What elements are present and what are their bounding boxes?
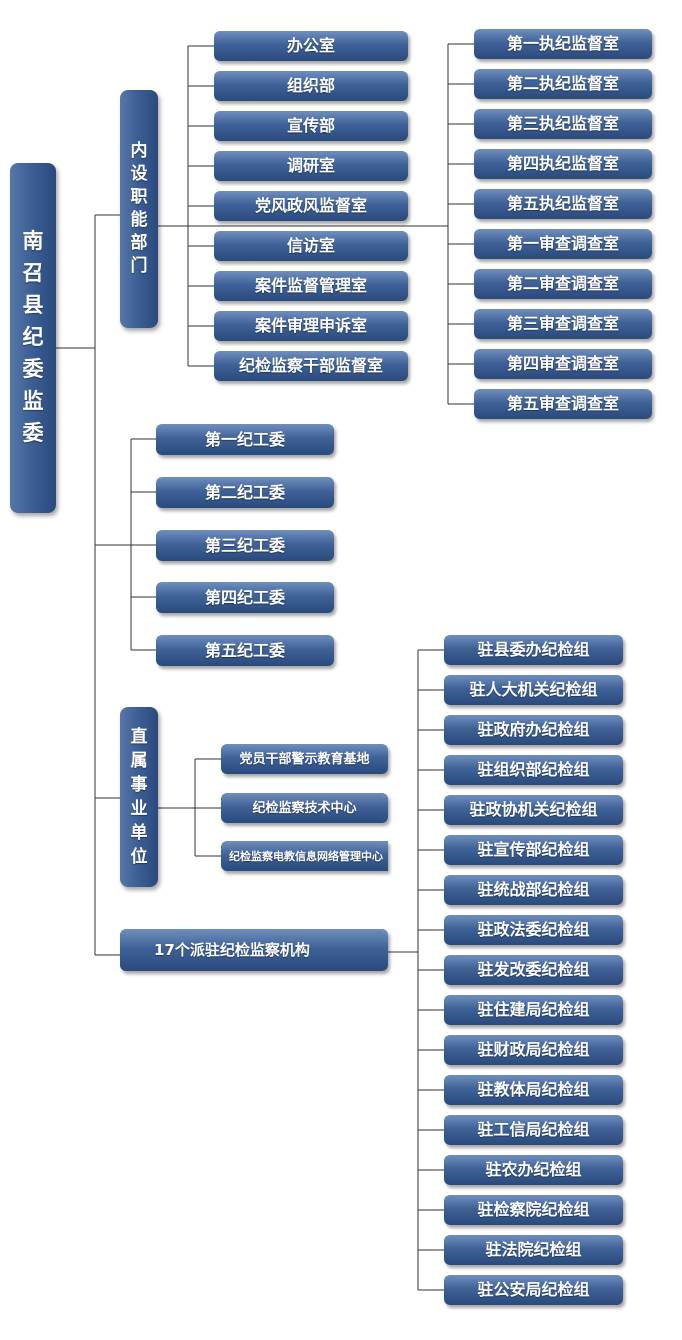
office-label: 第二执纪监督室 [506, 74, 619, 93]
dispatched-group-node: 驻组织部纪检组 [444, 755, 623, 785]
internal-departments-node: 内设职能部门 [120, 90, 158, 328]
dept-label: 调研室 [286, 156, 335, 175]
dispatched-group-label: 驻教体局纪检组 [477, 1080, 590, 1099]
affiliated-item-node: 党员干部警示教育基地 [221, 744, 388, 774]
root-node: 南召县纪委监委 [10, 163, 56, 513]
dept-node: 纪检监察干部监督室 [214, 351, 408, 381]
work-committee-node: 第二纪工委 [156, 477, 334, 508]
dept-node: 宣传部 [214, 111, 408, 141]
dept-label: 信访室 [286, 236, 335, 255]
dispatched-group-label: 驻组织部纪检组 [477, 760, 590, 779]
office-label: 第一执纪监督室 [506, 34, 619, 53]
office-node: 第三执纪监督室 [474, 109, 652, 139]
affiliated-units-label: 直属事业单位 [130, 726, 148, 868]
work-committee-label: 第五纪工委 [204, 640, 285, 660]
office-node: 第五执纪监督室 [474, 189, 652, 219]
affiliated-item-node: 纪检监察技术中心 [221, 793, 388, 823]
work-committee-label: 第二纪工委 [204, 482, 285, 502]
dispatched-group-node: 驻人大机关纪检组 [444, 675, 623, 705]
dispatched-group-node: 驻教体局纪检组 [444, 1075, 623, 1105]
dispatched-group-node: 驻政协机关纪检组 [444, 795, 623, 825]
internal-departments-label: 内设职能部门 [130, 140, 148, 277]
dept-node: 办公室 [214, 31, 408, 61]
dispatched-group-label: 驻政协机关纪检组 [469, 800, 598, 819]
office-node: 第二审查调查室 [474, 269, 652, 299]
dispatched-group-label: 驻法院纪检组 [485, 1240, 582, 1259]
office-label: 第二审查调查室 [506, 274, 619, 293]
affiliated-units-node: 直属事业单位 [120, 707, 158, 887]
office-label: 第四执纪监督室 [506, 154, 619, 173]
dispatched-group-node: 驻工信局纪检组 [444, 1115, 623, 1145]
dispatched-group-node: 驻县委办纪检组 [444, 635, 623, 665]
dispatched-group-label: 驻县委办纪检组 [477, 640, 590, 659]
work-committee-node: 第五纪工委 [156, 635, 334, 666]
dept-label: 宣传部 [286, 116, 335, 135]
dept-node: 信访室 [214, 231, 408, 261]
dispatched-group-label: 驻公安局纪检组 [477, 1280, 590, 1299]
office-node: 第五审查调查室 [474, 389, 652, 419]
office-node: 第四审查调查室 [474, 349, 652, 379]
office-node: 第四执纪监督室 [474, 149, 652, 179]
work-committee-node: 第三纪工委 [156, 530, 334, 561]
office-label: 第五审查调查室 [506, 394, 619, 413]
dept-label: 组织部 [286, 76, 335, 95]
dispatched-group-label: 驻财政局纪检组 [477, 1040, 590, 1059]
dispatched-group-node: 驻宣传部纪检组 [444, 835, 623, 865]
dispatched-group-label: 驻检察院纪检组 [477, 1200, 590, 1219]
work-committee-label: 第一纪工委 [204, 429, 285, 449]
dept-label: 案件监督管理室 [254, 276, 367, 295]
dispatched-agencies-label: 17个派驻纪检监察机构 [154, 940, 310, 959]
dispatched-group-label: 驻人大机关纪检组 [469, 680, 598, 699]
office-node: 第一审查调查室 [474, 229, 652, 259]
dept-label: 纪检监察干部监督室 [238, 356, 383, 375]
work-committee-node: 第四纪工委 [156, 582, 334, 613]
dept-node: 组织部 [214, 71, 408, 101]
dispatched-group-label: 驻工信局纪检组 [477, 1120, 590, 1139]
dispatched-group-node: 驻政府办纪检组 [444, 715, 623, 745]
dispatched-group-node: 驻发改委纪检组 [444, 955, 623, 985]
dispatched-group-node: 驻检察院纪检组 [444, 1195, 623, 1225]
dept-node: 党风政风监督室 [214, 191, 408, 221]
dept-label: 案件审理申诉室 [254, 316, 367, 335]
affiliated-item-node: 纪检监察电教信息网络管理中心 [221, 841, 388, 871]
dispatched-group-node: 驻住建局纪检组 [444, 995, 623, 1025]
dispatched-group-label: 驻农办纪检组 [485, 1160, 582, 1179]
office-node: 第二执纪监督室 [474, 69, 652, 99]
office-label: 第一审查调查室 [506, 234, 619, 253]
work-committee-label: 第三纪工委 [204, 535, 285, 555]
office-label: 第三执纪监督室 [506, 114, 619, 133]
dispatched-group-node: 驻公安局纪检组 [444, 1275, 623, 1305]
dept-node: 调研室 [214, 151, 408, 181]
dispatched-group-label: 驻宣传部纪检组 [477, 840, 590, 859]
affiliated-item-label: 纪检监察电教信息网络管理中心 [229, 849, 383, 863]
work-committee-label: 第四纪工委 [204, 587, 285, 607]
dispatched-group-label: 驻住建局纪检组 [477, 1000, 590, 1019]
office-label: 第四审查调查室 [506, 354, 619, 373]
office-node: 第一执纪监督室 [474, 29, 652, 59]
dept-node: 案件审理申诉室 [214, 311, 408, 341]
office-node: 第三审查调查室 [474, 309, 652, 339]
dispatched-group-node: 驻统战部纪检组 [444, 875, 623, 905]
dispatched-group-label: 驻政府办纪检组 [477, 720, 590, 739]
dispatched-group-label: 驻发改委纪检组 [477, 960, 590, 979]
affiliated-item-label: 党员干部警示教育基地 [239, 751, 370, 767]
dept-label: 党风政风监督室 [254, 196, 367, 215]
dispatched-group-label: 驻统战部纪检组 [477, 880, 590, 899]
office-label: 第五执纪监督室 [506, 194, 619, 213]
dispatched-group-node: 驻法院纪检组 [444, 1235, 623, 1265]
dispatched-group-node: 驻政法委纪检组 [444, 915, 623, 945]
affiliated-item-label: 纪检监察技术中心 [252, 800, 357, 816]
dept-node: 案件监督管理室 [214, 271, 408, 301]
dispatched-agencies-node: 17个派驻纪检监察机构 [120, 929, 388, 971]
dept-label: 办公室 [286, 36, 335, 55]
work-committee-node: 第一纪工委 [156, 424, 334, 455]
office-label: 第三审查调查室 [506, 314, 619, 333]
dispatched-group-label: 驻政法委纪检组 [477, 920, 590, 939]
root-node-label: 南召县纪委监委 [22, 229, 44, 445]
dispatched-group-node: 驻农办纪检组 [444, 1155, 623, 1185]
dispatched-group-node: 驻财政局纪检组 [444, 1035, 623, 1065]
